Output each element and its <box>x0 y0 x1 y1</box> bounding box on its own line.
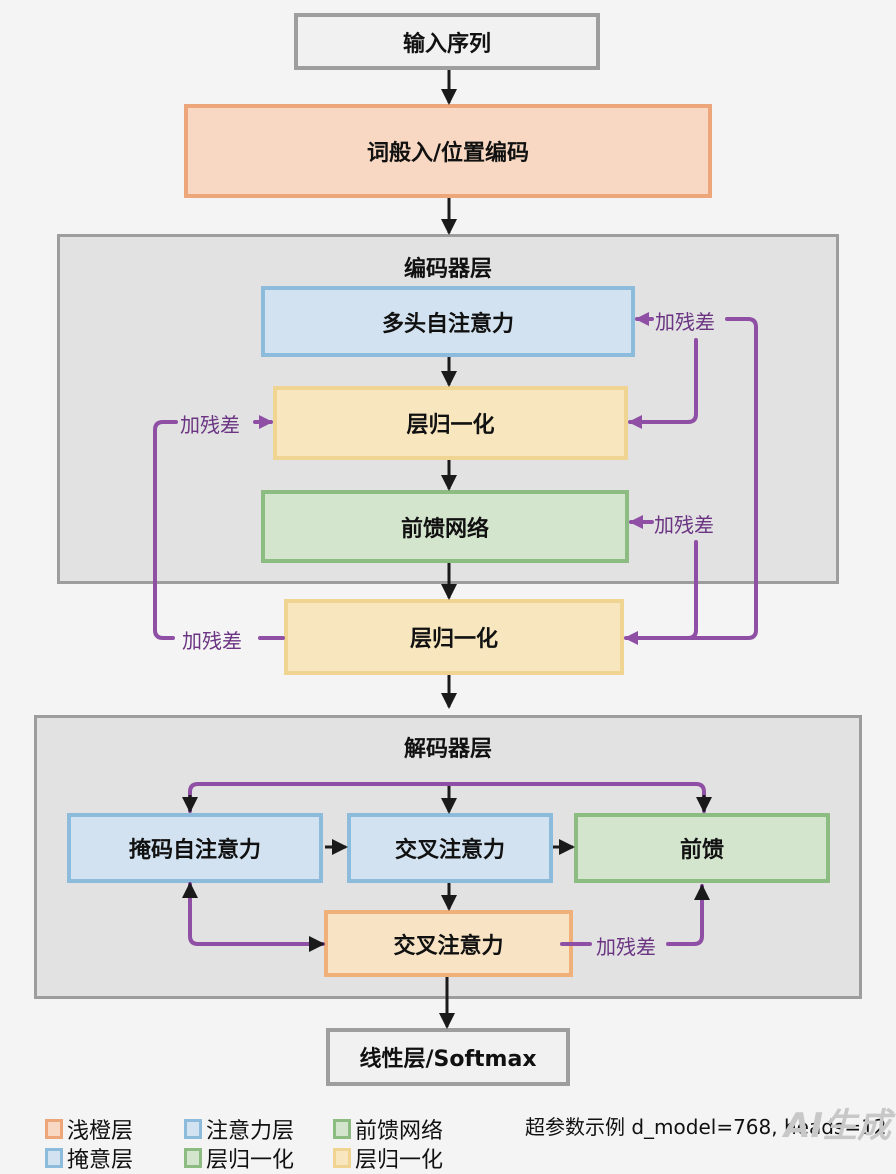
encoder-title: 编码器层 <box>403 257 492 282</box>
node-label: 线性层/Softmax <box>359 1047 537 1072</box>
watermark: AI生成 <box>784 1106 891 1146</box>
residual-path-ffn <box>686 540 698 640</box>
node-label: 层归一化 <box>406 413 495 438</box>
residual-label: 加残差 <box>180 413 240 437</box>
hyperparameters-note: 超参数示例 d_model=768, heads=12 <box>525 1115 887 1139</box>
node-label: 掩码自注意力 <box>128 838 261 863</box>
swatch-icon <box>333 1148 351 1168</box>
residual-path-ln1 <box>628 338 698 429</box>
residual-label: 加残差 <box>182 629 242 653</box>
swatch-icon <box>184 1119 202 1139</box>
legend-label: 注意力层 <box>206 1119 295 1144</box>
decoder-top-bus <box>188 782 706 813</box>
decoder-title: 解码器层 <box>403 737 492 762</box>
swatch-icon <box>45 1119 63 1139</box>
legend-label: 层归一化 <box>355 1148 444 1173</box>
swatch-icon <box>45 1148 63 1168</box>
residual-path-left <box>153 420 178 640</box>
legend-label: 层归一化 <box>206 1148 295 1173</box>
legend-item: 前馈网络 <box>333 1113 443 1145</box>
node-label: 前馈网络 <box>400 516 489 542</box>
decoder-bottom-left-path <box>188 884 325 952</box>
legend-item: 掩意层 <box>45 1142 133 1174</box>
legend-label: 浅橙层 <box>67 1119 134 1144</box>
residual-label: 加残差 <box>596 935 656 959</box>
linear-softmax-node: 线性层/Softmax <box>326 1028 570 1086</box>
legend-item: 层归一化 <box>184 1142 294 1174</box>
node-label: 层归一化 <box>409 627 498 652</box>
encoder-feedforward-node: 前馈网络 <box>261 490 629 563</box>
encoder-multihead-attention-node: 多头自注意力 <box>261 286 635 357</box>
legend-item: 浅橙层 <box>45 1113 133 1145</box>
layernorm-output-node: 层归一化 <box>284 599 624 675</box>
node-label: 词般入/位置编码 <box>366 141 530 166</box>
legend-label: 前馈网络 <box>355 1119 444 1144</box>
encoder-layernorm-node: 层归一化 <box>273 386 628 460</box>
swatch-icon <box>333 1119 351 1139</box>
decoder-masked-attention-node: 掩码自注意力 <box>67 813 323 883</box>
residual-path-outer <box>624 317 758 645</box>
node-label: 交叉注意力 <box>393 933 504 959</box>
decoder-residual-up <box>666 884 710 946</box>
legend-item: 层归一化 <box>333 1142 443 1174</box>
node-label: 多头自注意力 <box>381 311 514 337</box>
residual-label: 加残差 <box>654 513 714 537</box>
residual-label: 加残差 <box>655 310 715 334</box>
node-label: 输入序列 <box>402 31 491 57</box>
node-label: 前馈 <box>679 838 724 863</box>
input-sequence-node: 输入序列 <box>294 13 600 70</box>
legend-item: 注意力层 <box>184 1113 294 1145</box>
legend-label: 掩意层 <box>67 1148 134 1173</box>
decoder-feedforward-node: 前馈 <box>574 813 830 883</box>
embedding-node: 词般入/位置编码 <box>184 104 712 198</box>
decoder-cross-attention-node: 交叉注意力 <box>347 813 553 883</box>
swatch-icon <box>184 1148 202 1168</box>
node-label: 交叉注意力 <box>394 838 505 863</box>
